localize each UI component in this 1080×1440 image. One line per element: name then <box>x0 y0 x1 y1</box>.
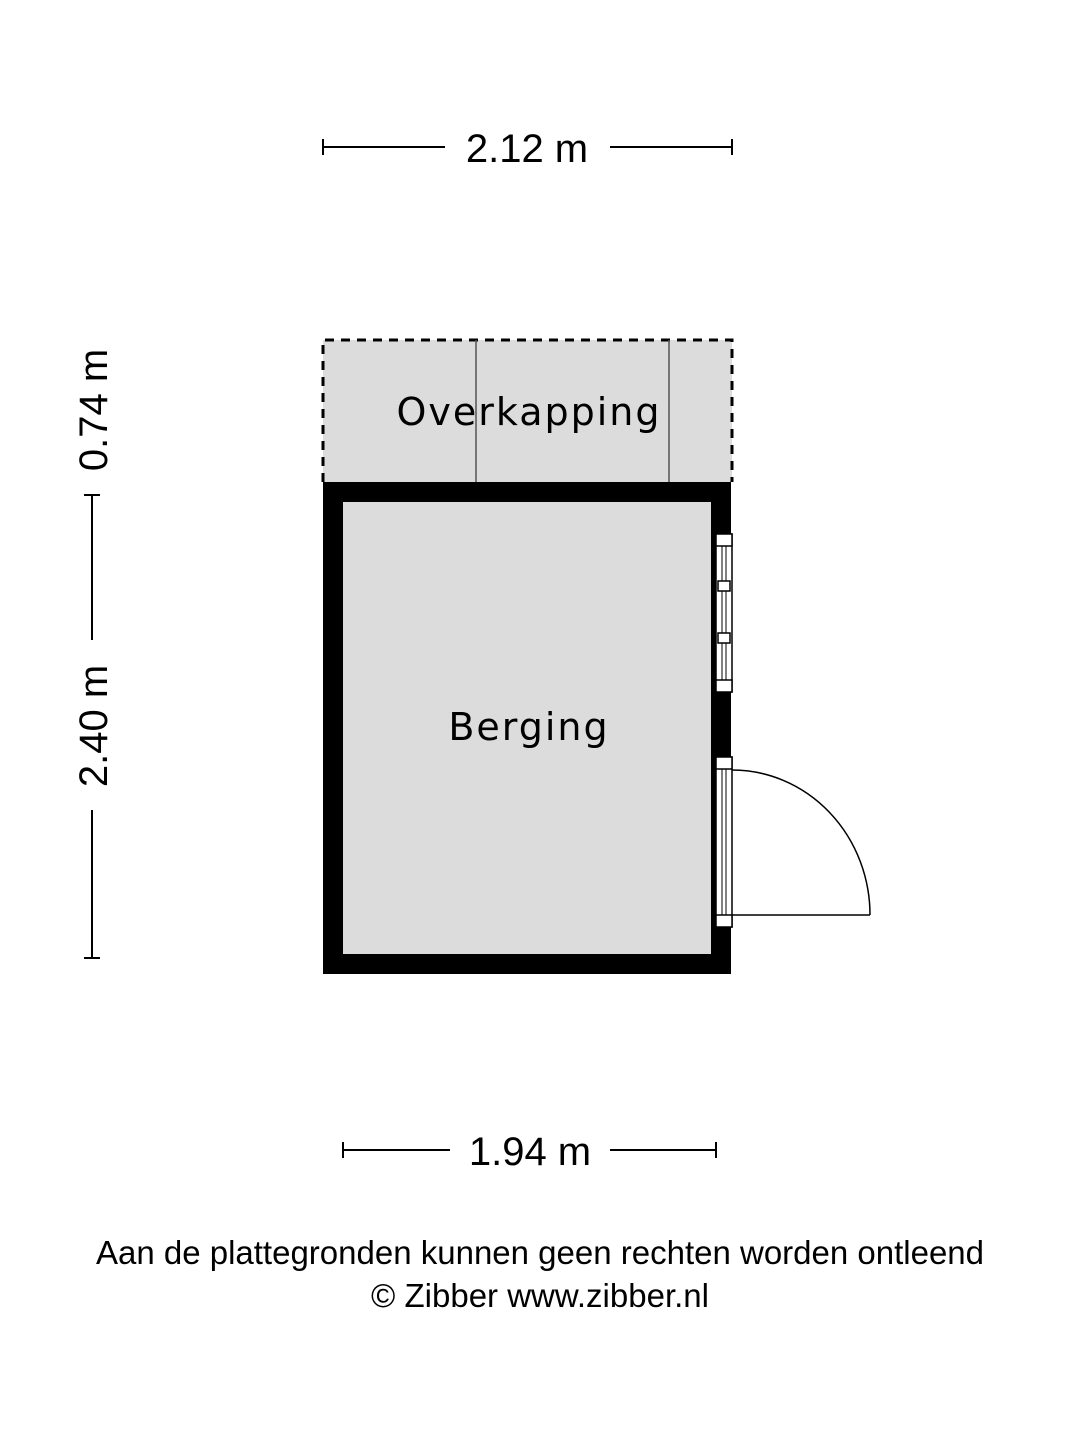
left-dimension: 0.74 m 2.40 m <box>72 349 116 959</box>
left-overkapping-dimension-label: 0.74 m <box>72 349 116 471</box>
berging-label: Berging <box>448 705 609 749</box>
top-dimension-label: 2.12 m <box>466 127 588 171</box>
door <box>715 756 871 928</box>
window <box>715 533 733 693</box>
berging-room: Berging <box>323 482 731 974</box>
left-berging-dimension-label: 2.40 m <box>72 665 116 787</box>
top-dimension: 2.12 m <box>322 127 733 171</box>
disclaimer-text: Aan de plattegronden kunnen geen rechten… <box>95 1234 985 1271</box>
bottom-dimension-label: 1.94 m <box>469 1130 591 1174</box>
door-swing-arc <box>731 769 871 916</box>
overkapping-area: Overkapping <box>321 338 734 482</box>
overkapping-label: Overkapping <box>396 390 661 434</box>
bottom-dimension: 1.94 m <box>342 1130 717 1174</box>
copyright-text: © Zibber www.zibber.nl <box>371 1277 709 1314</box>
